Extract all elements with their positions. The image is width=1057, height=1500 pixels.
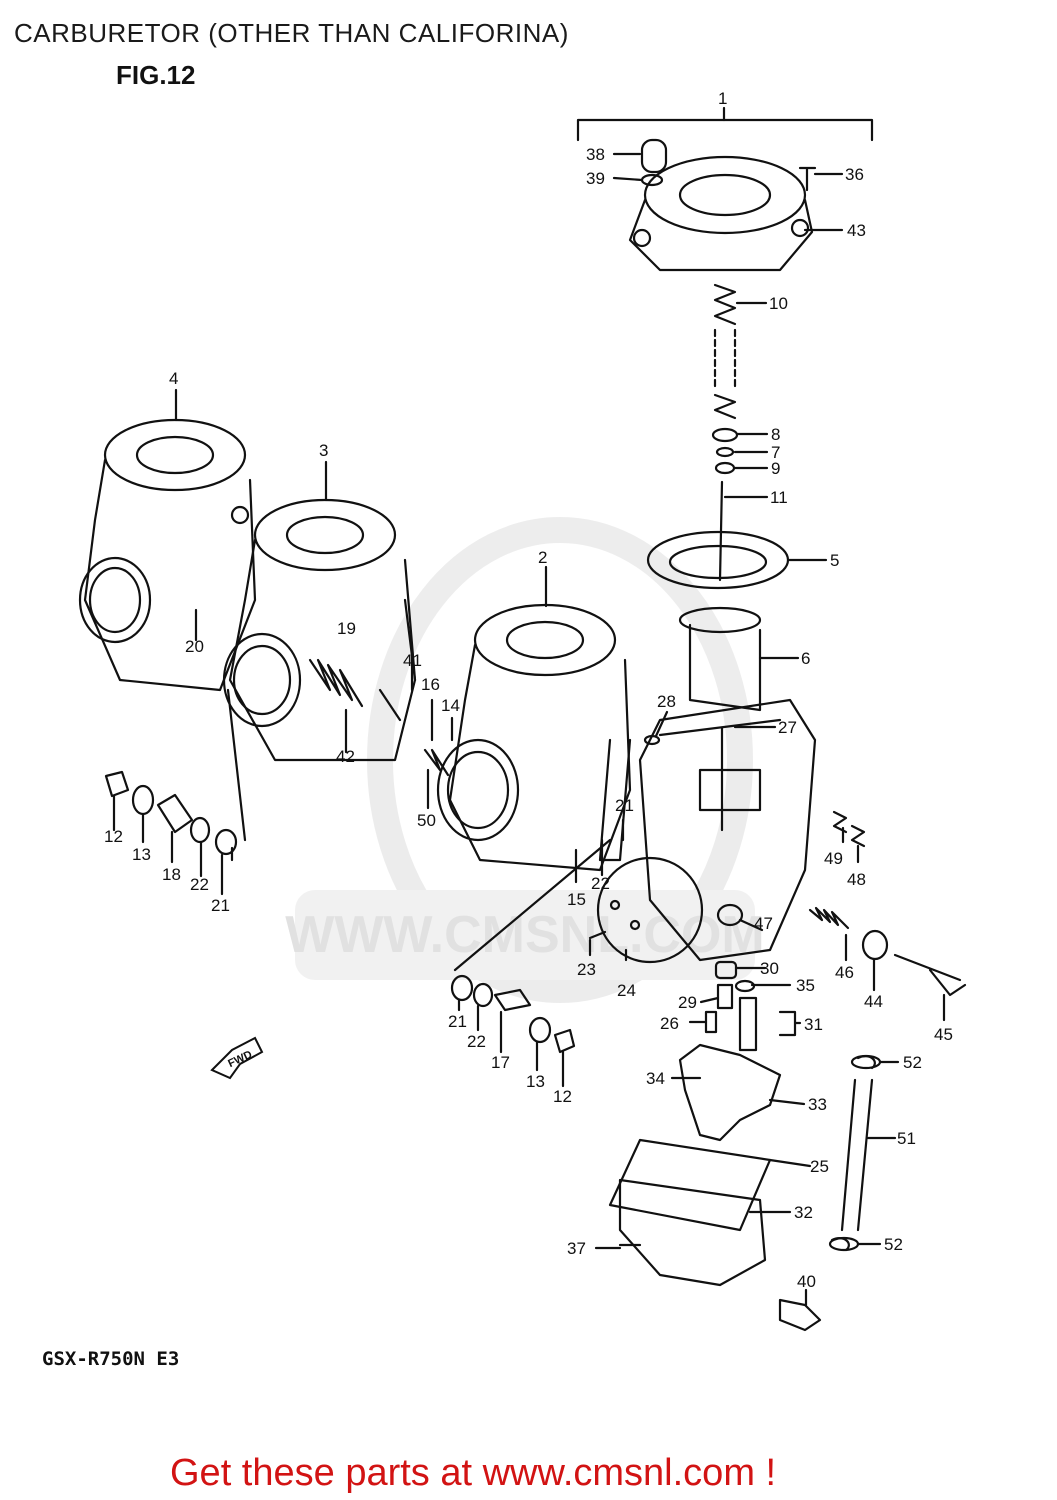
figure-number: FIG.12 xyxy=(116,60,196,90)
callout-28: 28 xyxy=(657,692,676,711)
callout-1: 1 xyxy=(718,89,727,108)
callout-31: 31 xyxy=(804,1015,823,1034)
cta-link[interactable]: Get these parts at www.cmsnl.com ! xyxy=(170,1452,777,1494)
callout-7: 7 xyxy=(771,443,780,462)
callout-16: 16 xyxy=(421,675,440,694)
callout-45: 45 xyxy=(934,1025,953,1044)
callout-20: 20 xyxy=(185,637,204,656)
callout-2: 2 xyxy=(538,548,547,567)
watermark-text: WWW.CMSNL.COM xyxy=(285,906,764,964)
callout-41: 41 xyxy=(403,651,422,670)
callout-35: 35 xyxy=(796,976,815,995)
callout-11: 11 xyxy=(770,488,788,507)
callout-23: 23 xyxy=(577,960,596,979)
callout-52a: 52 xyxy=(903,1053,922,1072)
callout-15: 15 xyxy=(567,890,586,909)
fwd-arrow: FWD xyxy=(210,1036,264,1080)
callout-14: 14 xyxy=(441,696,460,715)
callout-37: 37 xyxy=(567,1239,586,1258)
callout-17: 17 xyxy=(491,1053,510,1072)
callout-labels: 1 2 3 4 5 6 7 8 9 10 11 12 12 13 13 14 1… xyxy=(104,89,953,1291)
callout-24: 24 xyxy=(617,981,636,1000)
callout-48: 48 xyxy=(847,870,866,889)
callout-4: 4 xyxy=(169,369,178,388)
model-code: GSX-R750N E3 xyxy=(42,1348,180,1370)
callout-22c: 22 xyxy=(467,1032,486,1051)
callout-36: 36 xyxy=(845,165,864,184)
callout-50: 50 xyxy=(417,811,436,830)
callout-26: 26 xyxy=(660,1014,679,1033)
callout-33: 33 xyxy=(808,1095,827,1114)
callout-43: 43 xyxy=(847,221,866,240)
callout-25: 25 xyxy=(810,1157,829,1176)
callout-29: 29 xyxy=(678,993,697,1012)
page-title: CARBURETOR (OTHER THAN CALIFORINA) xyxy=(14,18,569,48)
callout-10: 10 xyxy=(769,294,788,313)
callout-30: 30 xyxy=(760,959,779,978)
callout-3: 3 xyxy=(319,441,328,460)
callout-38: 38 xyxy=(586,145,605,164)
callout-44: 44 xyxy=(864,992,883,1011)
callout-18: 18 xyxy=(162,865,181,884)
callout-34: 34 xyxy=(646,1069,665,1088)
callout-12a: 12 xyxy=(104,827,123,846)
callout-52b: 52 xyxy=(884,1235,903,1254)
callout-19: 19 xyxy=(337,619,356,638)
callout-46: 46 xyxy=(835,963,854,982)
callout-6: 6 xyxy=(801,649,810,668)
callout-22b: 22 xyxy=(591,874,610,893)
callout-12b: 12 xyxy=(553,1087,572,1106)
callout-49: 49 xyxy=(824,849,843,868)
callout-27: 27 xyxy=(778,718,797,737)
carburetor-exploded-diagram: WWW.CMSNL.COM xyxy=(78,89,967,1332)
callout-22a: 22 xyxy=(190,875,209,894)
callout-21c: 21 xyxy=(448,1012,467,1031)
callout-42: 42 xyxy=(336,747,355,766)
callout-13b: 13 xyxy=(526,1072,545,1091)
callout-8: 8 xyxy=(771,425,780,444)
callout-39: 39 xyxy=(586,169,605,188)
callout-21a: 21 xyxy=(211,896,230,915)
callout-32: 32 xyxy=(794,1203,813,1222)
callout-47: 47 xyxy=(754,914,773,933)
callout-21b: 21 xyxy=(615,796,634,815)
callout-13a: 13 xyxy=(132,845,151,864)
callout-51: 51 xyxy=(897,1129,916,1148)
callout-9: 9 xyxy=(771,459,780,478)
callout-40: 40 xyxy=(797,1272,816,1291)
callout-5: 5 xyxy=(830,551,839,570)
